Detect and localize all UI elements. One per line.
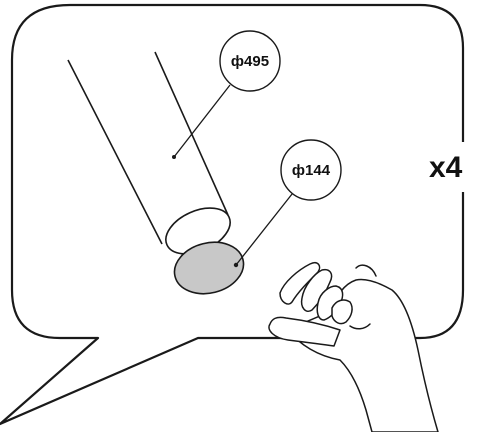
speech-bubble [0,3,465,426]
hand-illustration [268,261,439,432]
callout-leader-2 [235,188,297,266]
round-pad [173,241,245,295]
tube-left-edge [67,59,163,245]
callout-leader-1 [173,84,231,158]
quantity-label: x4 [429,151,463,184]
callout-circle-2 [280,139,342,201]
callout-label-2: ф144 [292,162,331,179]
callout-circle-1 [219,30,281,92]
callout-label-1: ф495 [231,53,269,70]
quantity-backdrop [440,142,481,192]
